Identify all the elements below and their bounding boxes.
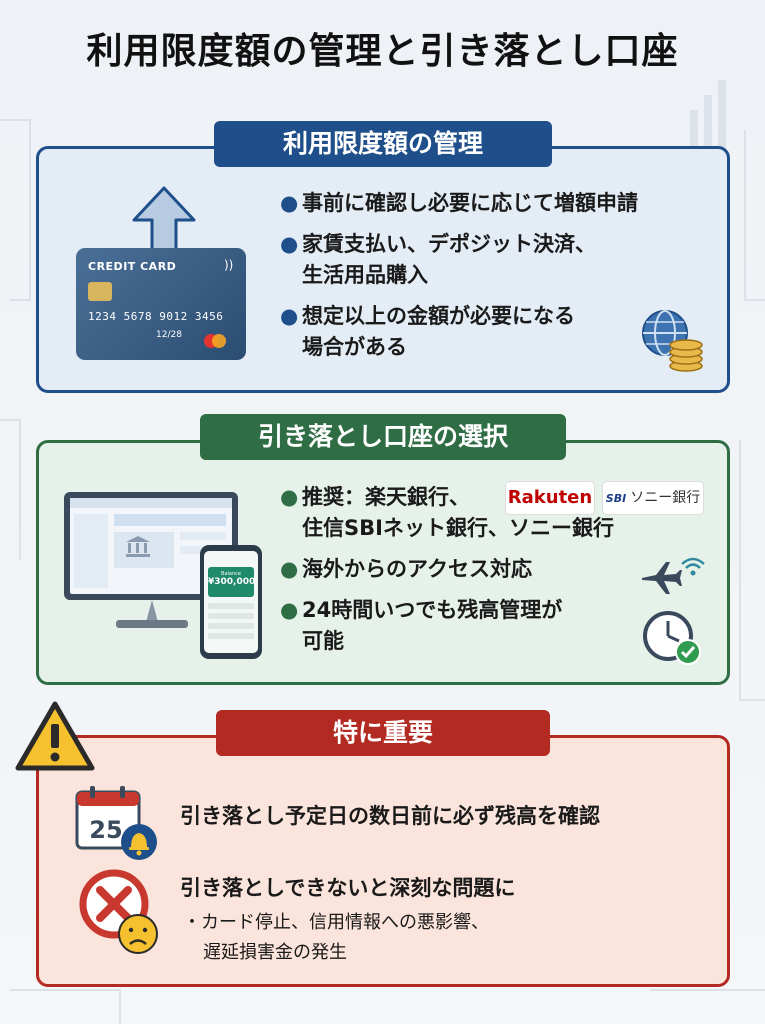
account-bullet-list: ●推奨：楽天銀行、住信SBIネット銀行、ソニー銀行 ●海外からのアクセス対応 ●… xyxy=(280,482,720,667)
wifi-icon xyxy=(681,557,705,576)
list-item: ●海外からのアクセス対応 xyxy=(280,557,532,581)
balance-amount: ¥300,000 xyxy=(208,577,256,587)
list-item: ●24時間いつでも残高管理が可能 xyxy=(280,598,563,653)
page-title: 利用限度額の管理と引き落とし口座 xyxy=(86,31,679,72)
credit-card-icon: CREDIT CARD )) 1234 5678 9012 3456 12/28 xyxy=(76,248,246,360)
check-icon xyxy=(675,639,701,665)
limit-bullet-list: ●事前に確認し必要に応じて増額申請 ●家賃支払い、デポジット決済、生活用品購入 … xyxy=(280,188,720,373)
phone-list-row xyxy=(208,623,254,629)
phone-list-row xyxy=(208,603,254,609)
phone-list-row xyxy=(208,613,254,619)
card-number: 1234 5678 9012 3456 xyxy=(88,310,224,323)
important-heading: 特に重要 xyxy=(216,710,550,756)
calendar-day: 25 xyxy=(89,816,122,844)
coins-icon xyxy=(669,339,703,372)
phone-icon: Balance ¥300,000 xyxy=(200,545,262,659)
rakuten-logo: Rakuten xyxy=(505,481,595,515)
arrow-up-icon xyxy=(132,186,196,250)
list-item: ●推奨：楽天銀行、住信SBIネット銀行、ソニー銀行 xyxy=(280,485,614,540)
card-chip xyxy=(88,282,112,301)
debit-account-heading: 引き落とし口座の選択 xyxy=(200,414,566,460)
card-expiry: 12/28 xyxy=(156,330,182,340)
sony-bank-text: ソニー銀行 xyxy=(630,490,701,506)
bell-icon xyxy=(121,824,157,860)
card-label: CREDIT CARD xyxy=(88,260,177,273)
card-brand-circle-orange xyxy=(212,334,226,348)
list-item: ●想定以上の金額が必要になる場合がある xyxy=(280,304,575,359)
consequence-line-1: ・カード停止、信用情報への悪影響、 xyxy=(183,912,489,933)
list-item: ●事前に確認し必要に応じて増額申請 xyxy=(280,191,638,215)
airplane-icon xyxy=(642,562,682,594)
phone-list-row xyxy=(208,633,254,639)
check-balance-text: 引き落とし予定日の数日前に必ず残高を確認 xyxy=(180,804,600,828)
nfc-icon: )) xyxy=(224,258,234,272)
warning-icon xyxy=(15,701,95,771)
sad-face-icon xyxy=(118,914,158,954)
list-item: ●家賃支払い、デポジット決済、生活用品購入 xyxy=(280,232,596,287)
phone-screen: Balance ¥300,000 xyxy=(204,551,258,653)
limit-management-heading: 利用限度額の管理 xyxy=(214,121,552,167)
balance-card: Balance ¥300,000 xyxy=(208,567,256,597)
consequence-note: ・カード停止、信用情報への悪影響、 遅延損害金の発生 xyxy=(183,908,489,968)
sbi-mark: SBI xyxy=(605,492,627,505)
monitor-icon xyxy=(64,492,238,628)
bank-icon xyxy=(126,536,150,557)
consequence-line-2: 遅延損害金の発生 xyxy=(203,942,347,963)
serious-problem-text: 引き落としできないと深刻な問題に xyxy=(180,876,516,900)
